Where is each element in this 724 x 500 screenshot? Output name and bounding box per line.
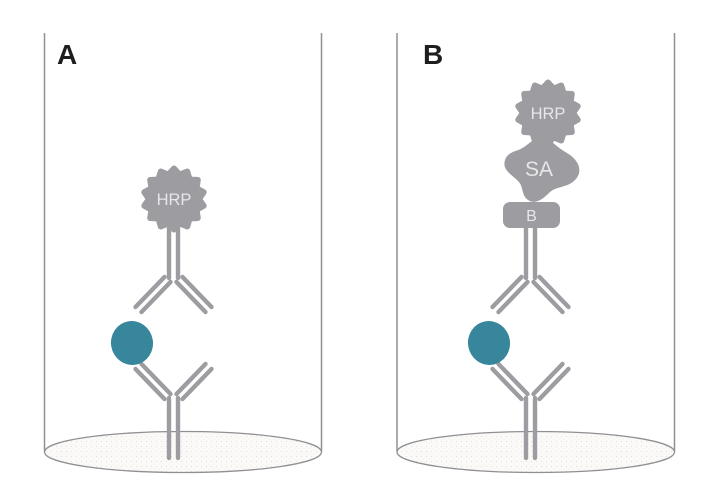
antigen-b bbox=[467, 321, 511, 365]
biotin-icon bbox=[503, 202, 560, 228]
streptavidin-label: SA bbox=[525, 158, 553, 181]
hrp-label-a: HRP bbox=[157, 191, 192, 209]
hrp-label-b: HRP bbox=[531, 105, 566, 123]
well-a-bottom bbox=[43, 430, 323, 474]
detection-antibody-b bbox=[493, 218, 569, 312]
streptavidin-icon bbox=[504, 132, 580, 202]
hrp-enzyme-icon-a bbox=[141, 165, 207, 233]
well-a bbox=[43, 33, 323, 474]
panel-b-label: B bbox=[423, 39, 443, 70]
panel-a-label: A bbox=[57, 39, 77, 70]
antigen-a bbox=[110, 321, 154, 365]
hrp-enzyme-icon-b bbox=[515, 79, 581, 147]
biotin-label: B bbox=[526, 208, 537, 225]
